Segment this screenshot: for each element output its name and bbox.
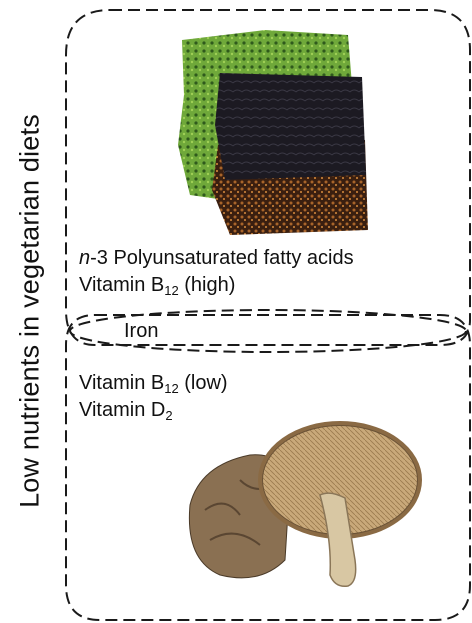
- vitamin-d2-sub: 2: [165, 408, 172, 423]
- n-italic: n: [79, 247, 90, 269]
- vitamin-b12-low-suffix: (low): [179, 372, 228, 394]
- side-title-text: Low nutrients in vegetarian diets: [15, 114, 46, 508]
- vitamin-b12-low-sub: 12: [164, 381, 178, 396]
- side-title: Low nutrients in vegetarian diets: [0, 0, 60, 623]
- vitamin-d2-label: Vitamin D: [79, 399, 165, 421]
- bottom-line-2: Vitamin D2: [79, 397, 173, 423]
- vitamin-b12-high-sub: 12: [164, 283, 178, 298]
- vitamin-b12-high-suffix: (high): [179, 274, 236, 296]
- bottom-line-1: Vitamin B12 (low): [79, 370, 228, 396]
- top-line-2: Vitamin B12 (high): [79, 272, 235, 298]
- vitamin-b12-high-label: Vitamin B: [79, 274, 164, 296]
- seaweed-image: [170, 25, 370, 240]
- top-line-1: n-3 Polyunsaturated fatty acids: [79, 245, 354, 271]
- dark-seaweed-sheet: [215, 73, 366, 180]
- vitamin-b12-low-label: Vitamin B: [79, 372, 164, 394]
- mushroom-image: [180, 410, 430, 590]
- iron-label: Iron: [124, 318, 158, 344]
- pufa-label: -3 Polyunsaturated fatty acids: [90, 247, 353, 269]
